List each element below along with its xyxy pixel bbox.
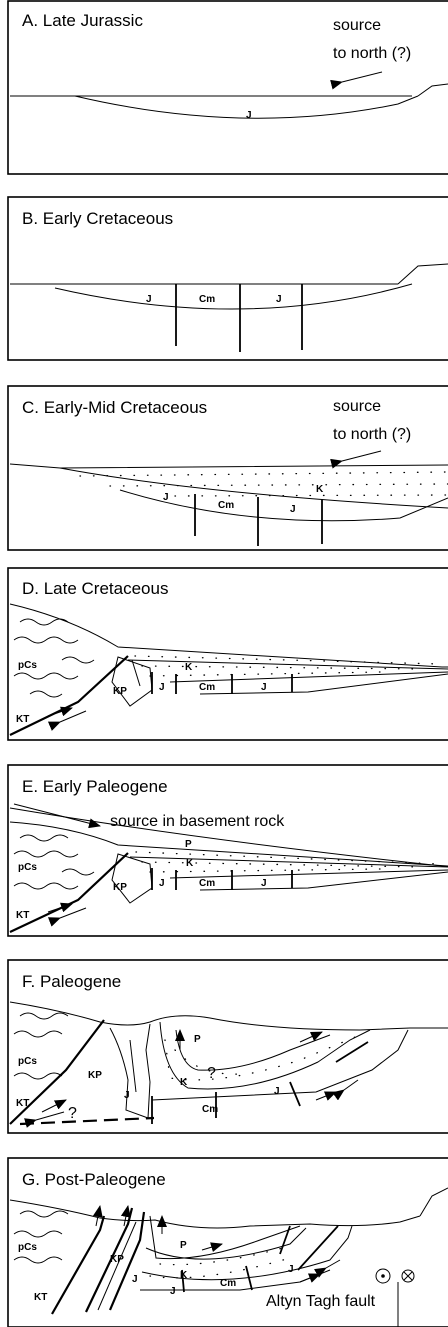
- panel-c-title: C. Early-Mid Cretaceous: [22, 398, 207, 417]
- thrust-fault: [86, 1208, 132, 1312]
- ground-surface: [10, 1200, 420, 1228]
- panel-g: G. Post-Paleogene pCs KP KT J: [8, 1158, 448, 1327]
- unit-k: K: [180, 1077, 188, 1088]
- unit-j: J: [159, 682, 165, 693]
- unit-kp: KP: [113, 882, 127, 893]
- unit-j: J: [159, 878, 165, 889]
- unit-cm: Cm: [220, 1278, 236, 1289]
- unit-kt: KT: [16, 1098, 29, 1109]
- unit-j: J: [261, 878, 267, 889]
- unit-pcs: pCs: [18, 862, 37, 873]
- unit-pcs: pCs: [18, 1242, 37, 1253]
- unit-j: J: [163, 492, 169, 503]
- unit-j: J: [274, 1086, 280, 1097]
- unit-k: K: [185, 662, 193, 673]
- unit-kt: KT: [16, 714, 29, 725]
- panel-d: D. Late Cretaceous pCs KP KT J Cm J K: [8, 568, 448, 740]
- panel-e: E. Early Paleogene source in basement ro…: [8, 765, 448, 936]
- panel-c-note-line2: to north (?): [333, 426, 411, 443]
- panel-g-title: G. Post-Paleogene: [22, 1170, 166, 1189]
- unit-j: J: [246, 110, 252, 121]
- unit-j: J: [288, 1264, 294, 1275]
- unit-k: K: [180, 1270, 188, 1281]
- unit-k: K: [316, 484, 324, 495]
- unit-j: J: [146, 294, 152, 305]
- source-arrow: [342, 451, 381, 461]
- panel-f: F. Paleogene pCs KP KT J Cm J K P ? ?: [8, 960, 448, 1133]
- basin-floor: [55, 284, 412, 309]
- source-arrow: [342, 72, 382, 82]
- panel-a: A. Late Jurassic source to north (?) J: [8, 1, 448, 174]
- unit-pcs: pCs: [18, 660, 37, 671]
- panel-e-title: E. Early Paleogene: [22, 777, 168, 796]
- unit-cm: Cm: [199, 294, 215, 305]
- panel-c: C. Early-Mid Cretaceous source to north …: [8, 386, 448, 550]
- unit-j: J: [290, 504, 296, 515]
- source-arrow: [14, 804, 100, 826]
- unit-pcs: pCs: [18, 1056, 37, 1067]
- ground-surface: [10, 604, 448, 667]
- unit-j: J: [170, 1286, 176, 1297]
- unit-j: J: [261, 682, 267, 693]
- unit-p: P: [194, 1034, 201, 1045]
- panel-b: B. Early Cretaceous J Cm J: [8, 197, 448, 360]
- panel-a-note-line2: to north (?): [333, 45, 411, 62]
- unit-p: P: [180, 1240, 187, 1251]
- panel-a-note-line1: source: [333, 17, 381, 34]
- unit-kp: KP: [113, 686, 127, 697]
- basin-floor: [200, 674, 448, 694]
- basin-floor: [152, 1030, 408, 1100]
- k-base: [60, 468, 448, 508]
- query-mark: ?: [68, 1105, 77, 1122]
- unit-cm: Cm: [199, 878, 215, 889]
- unit-kt: KT: [16, 910, 29, 921]
- unit-cm: Cm: [199, 682, 215, 693]
- panel-f-title: F. Paleogene: [22, 972, 121, 991]
- unit-kp: KP: [110, 1254, 124, 1265]
- unit-j: J: [276, 294, 282, 305]
- panel-a-title: A. Late Jurassic: [22, 11, 143, 30]
- unit-kp: KP: [88, 1070, 102, 1081]
- unit-k: K: [186, 858, 194, 869]
- unit-p: P: [185, 839, 192, 850]
- unit-kt: KT: [34, 1292, 47, 1303]
- panel-d-title: D. Late Cretaceous: [22, 579, 168, 598]
- ground-surface: [10, 464, 448, 468]
- kt-thrust: [52, 1216, 104, 1314]
- panel-b-title: B. Early Cretaceous: [22, 209, 173, 228]
- panel-c-note-line1: source: [333, 398, 381, 415]
- unit-j: J: [132, 1274, 138, 1285]
- unit-cm: Cm: [218, 500, 234, 511]
- query-mark: ?: [207, 1065, 216, 1082]
- unit-cm: Cm: [202, 1104, 218, 1115]
- unit-j: J: [124, 1090, 130, 1101]
- basin-floor: [200, 872, 448, 890]
- ground-surface: [10, 1002, 448, 1030]
- fault-label: Altyn Tagh fault: [266, 1293, 376, 1310]
